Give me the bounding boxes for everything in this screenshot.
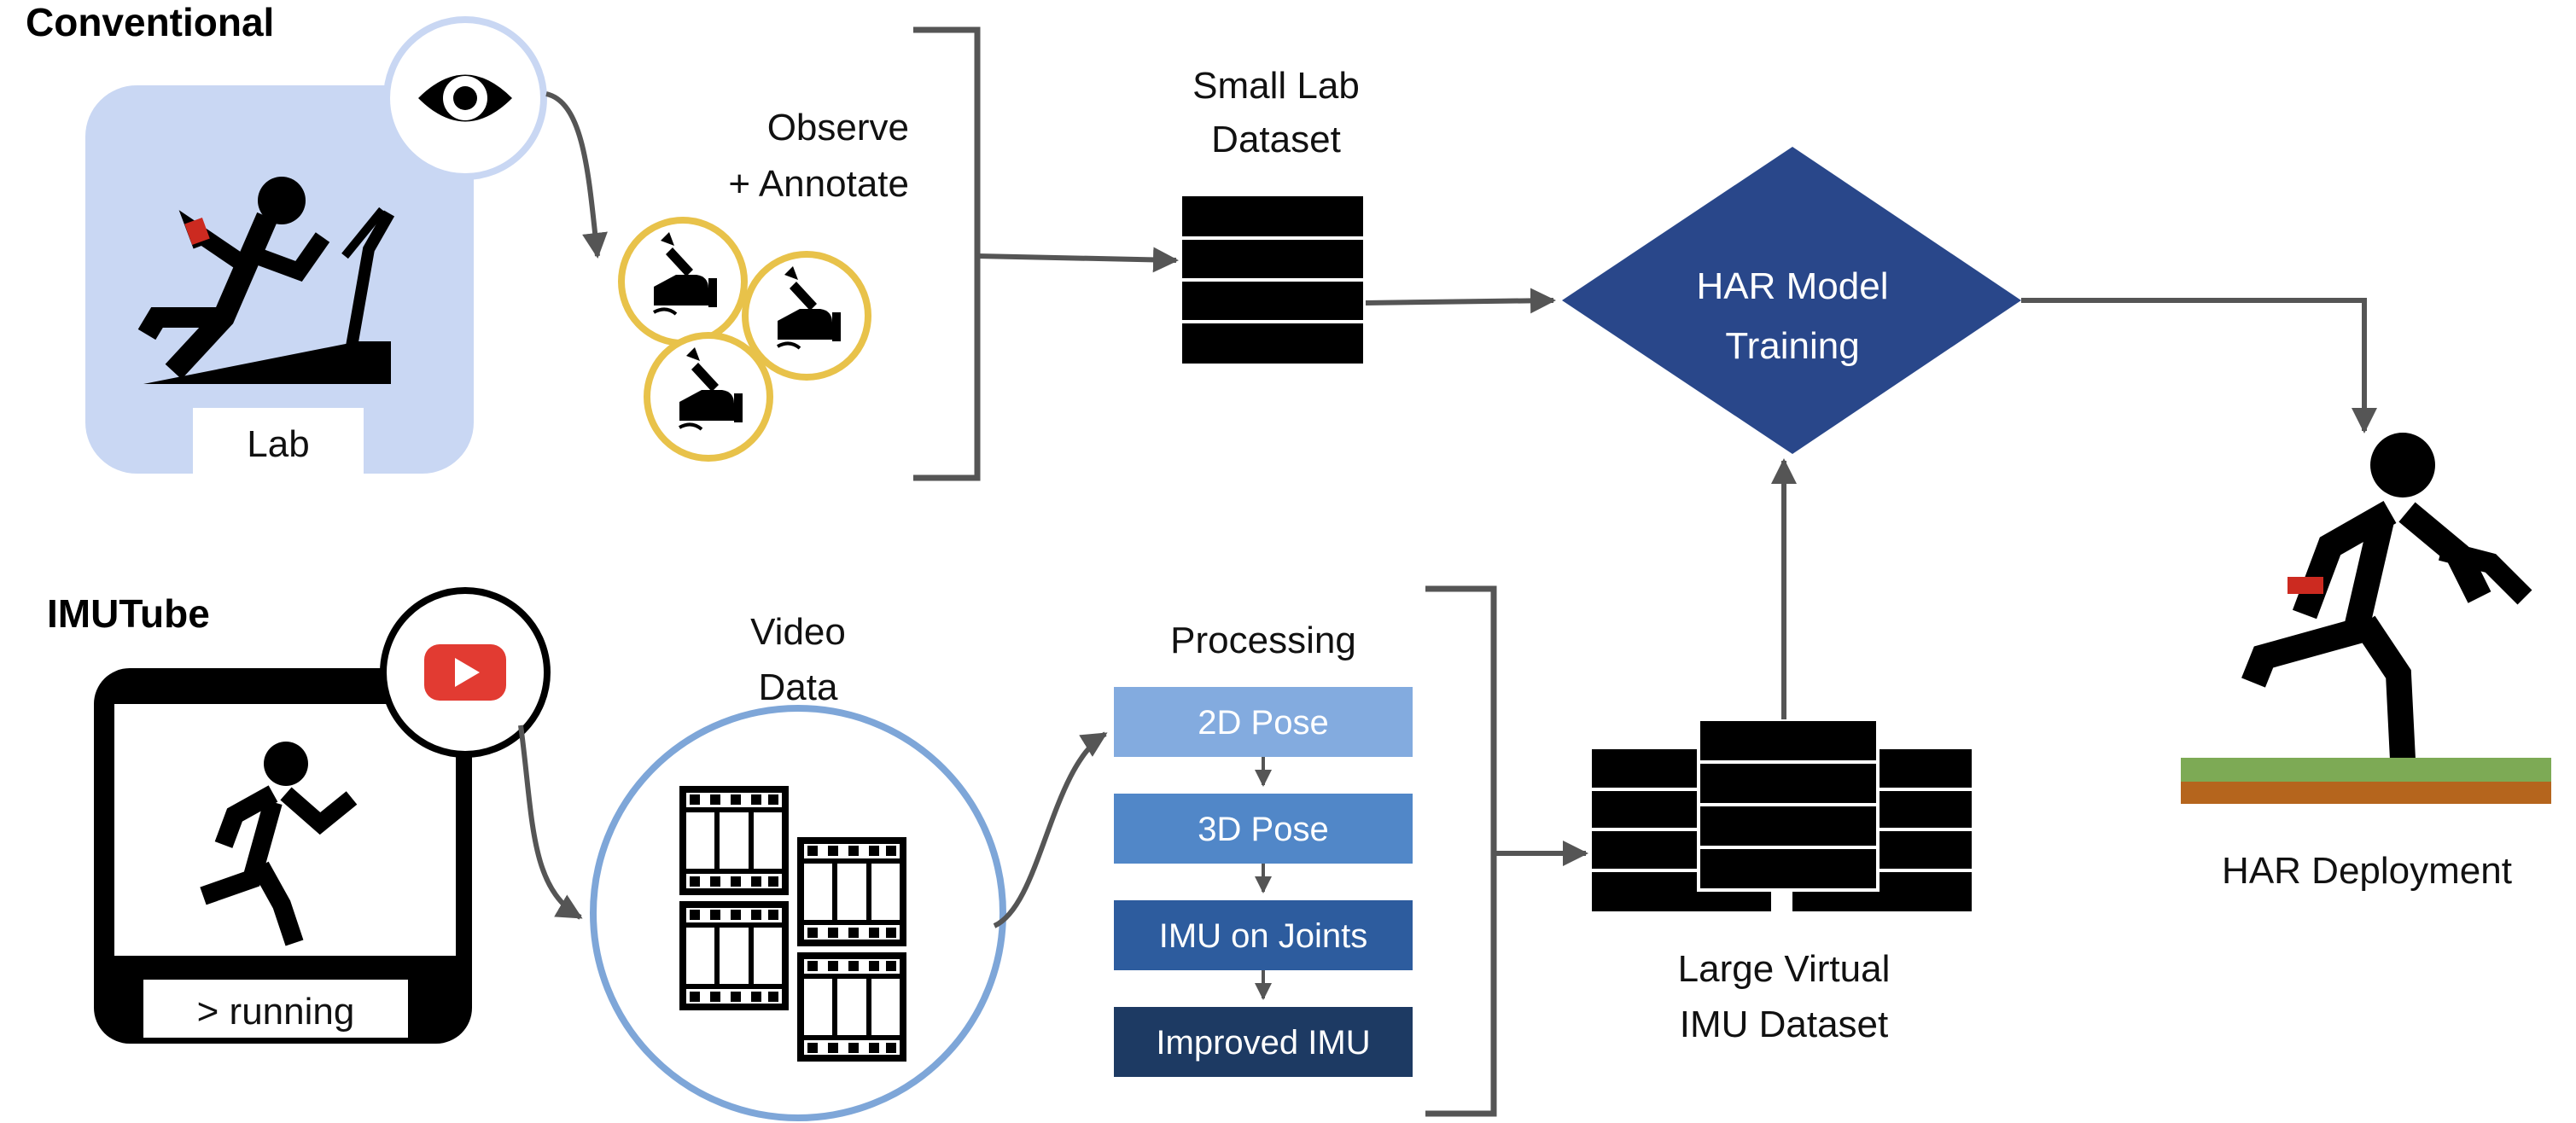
- arrow-youtube-to-video: [518, 724, 583, 920]
- processing-step-imu-joints: IMU on Joints: [1114, 900, 1413, 970]
- video-screen-panel: > running: [94, 668, 472, 1044]
- svg-text:2D Pose: 2D Pose: [1198, 704, 1328, 742]
- video-data-circle: [590, 705, 1006, 1121]
- small-lab-label-line2: Dataset: [1211, 119, 1341, 160]
- youtube-play-icon: [424, 644, 506, 701]
- ground-grass: [2181, 758, 2551, 782]
- video-label-line2: Data: [759, 666, 838, 708]
- runner-icon: [200, 742, 358, 946]
- lab-label-box: [193, 408, 364, 476]
- processing-step-improved-imu: Improved IMU: [1114, 1007, 1413, 1077]
- eye-badge: [383, 16, 547, 180]
- svg-text:IMU on Joints: IMU on Joints: [1159, 917, 1368, 955]
- bracket-conventional: [913, 26, 981, 481]
- running-label-box: [143, 980, 408, 1038]
- observe-label-line2: + Annotate: [728, 163, 909, 205]
- har-model-diamond: HAR Model Training: [1562, 147, 2021, 454]
- large-virtual-dataset-icon: [1592, 718, 1972, 911]
- svg-text:Improved IMU: Improved IMU: [1156, 1024, 1370, 1062]
- arrow-har-to-deployment: [2021, 298, 2377, 433]
- processing-step-3d-pose: 3D Pose: [1114, 794, 1413, 864]
- har-deployment-label: HAR Deployment: [2222, 850, 2512, 892]
- har-label-line1: HAR Model: [1697, 265, 1889, 307]
- observe-label-line1: Observe: [767, 107, 909, 148]
- video-label-line1: Video: [750, 611, 846, 653]
- arrow-video-to-processing: [993, 731, 1108, 928]
- ground-icon: [2181, 782, 2551, 804]
- har-label-line2: Training: [1725, 325, 1859, 367]
- har-diamond-shape: [1562, 147, 2021, 454]
- large-dataset-label-line1: Large Virtual: [1678, 948, 1891, 990]
- small-lab-dataset-icon: [1182, 196, 1363, 364]
- section-title-imutube: IMUTube: [47, 591, 210, 636]
- svg-text:3D Pose: 3D Pose: [1198, 811, 1328, 848]
- section-title-conventional: Conventional: [26, 0, 274, 44]
- arrow-small-to-har: [1365, 288, 1556, 314]
- processing-label: Processing: [1170, 620, 1356, 661]
- deployment-runner-icon: [2241, 433, 2532, 760]
- arrow-eye-to-annotate: [545, 91, 608, 259]
- treadmill-runner-icon: [137, 177, 395, 384]
- bracket-processing: [1425, 585, 1497, 1117]
- lab-label: Lab: [247, 423, 309, 465]
- small-lab-label-line1: Small Lab: [1192, 65, 1360, 107]
- lab-panel: Lab: [85, 85, 474, 476]
- annotate-circles: [618, 217, 871, 462]
- eye-icon: [418, 74, 512, 122]
- arrow-to-small-dataset: [976, 247, 1179, 273]
- youtube-badge: [380, 587, 551, 758]
- processing-step-2d-pose: 2D Pose: [1114, 687, 1413, 757]
- running-label: > running: [197, 991, 355, 1033]
- large-dataset-label-line2: IMU Dataset: [1680, 1004, 1889, 1045]
- processing-pipeline: 2D Pose 3D Pose IMU on Joints Improved I…: [1114, 687, 1413, 1077]
